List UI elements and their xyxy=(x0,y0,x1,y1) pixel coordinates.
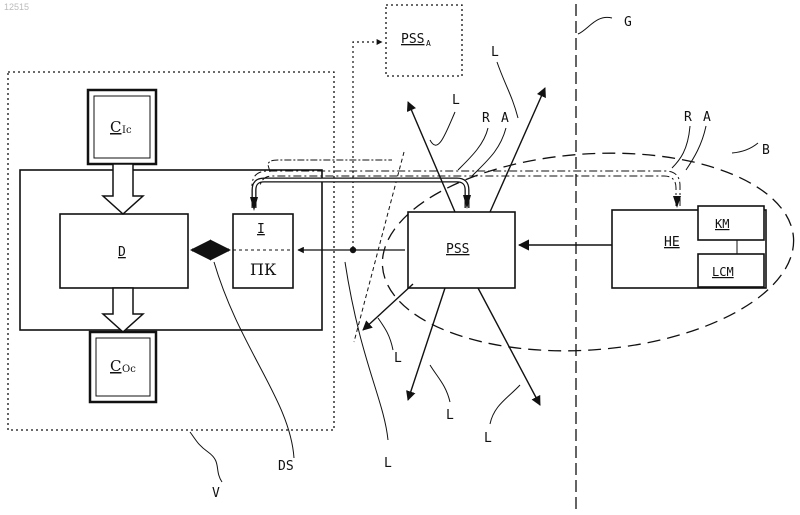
pssa-link xyxy=(353,42,382,248)
label-l-bottom-2: L xyxy=(484,431,492,446)
label-v: V xyxy=(212,486,220,501)
pssa-label: PSS xyxy=(401,32,424,47)
d-label: D xyxy=(118,245,126,260)
label-b: B xyxy=(762,143,770,158)
label-l-bottom-1: L xyxy=(446,408,454,423)
label-a-left: A xyxy=(501,111,509,126)
boundary-ellipse-b xyxy=(376,140,800,364)
device-boundary-v xyxy=(8,72,334,430)
pk-label: ПК xyxy=(250,260,277,279)
label-r-right: R xyxy=(684,110,692,125)
label-r-left: R xyxy=(482,111,490,126)
lcm-label: LCM xyxy=(712,265,734,279)
cic-sub: Ic xyxy=(122,125,132,136)
reference-labels: G B V DS R A R A L L L L L L xyxy=(212,15,770,501)
label-ds: DS xyxy=(278,459,294,474)
input-arrow xyxy=(103,164,143,214)
pss-label: PSS xyxy=(446,242,469,257)
label-l-top-left: L xyxy=(452,93,460,108)
output-arrow xyxy=(103,288,143,332)
ra-channel-pss-i xyxy=(250,160,471,211)
label-l-mid-left: L xyxy=(394,351,402,366)
km-block xyxy=(698,206,764,240)
label-l-bottom-3: L xyxy=(384,456,392,471)
cic-block: C Ic xyxy=(88,90,156,164)
i-label: I xyxy=(257,222,265,237)
km-label: KM xyxy=(715,217,729,231)
figure-number: 12515 xyxy=(4,2,29,12)
label-l-top-right: L xyxy=(491,45,499,60)
coc-label: C xyxy=(110,357,121,375)
pssa-sub: A xyxy=(426,39,431,48)
he-label: HE xyxy=(664,235,680,250)
cic-label: C xyxy=(110,118,121,136)
label-a-right: A xyxy=(703,110,711,125)
label-g: G xyxy=(624,15,632,30)
coc-sub: Oc xyxy=(122,364,136,375)
coc-block: C Oc xyxy=(90,332,156,402)
